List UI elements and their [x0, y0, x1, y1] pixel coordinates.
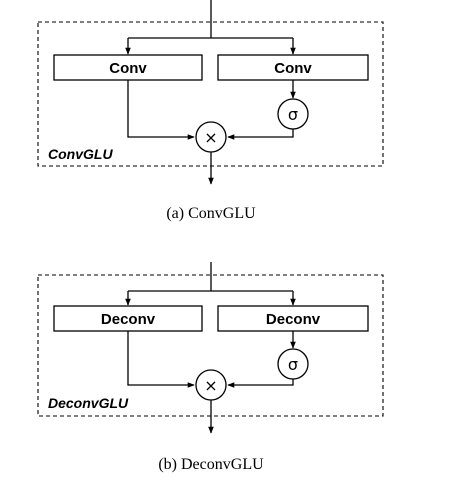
panel-convglu: Conv Conv σ × ConvGLU (a) ConvGLU — [37, 0, 384, 222]
conv-block-right-label: Conv — [274, 60, 312, 77]
module-name: DeconvGLU — [48, 395, 129, 411]
left-path-to-multiply — [127, 80, 195, 140]
gate-path-to-multiply — [227, 129, 294, 140]
deconv-block-right-label: Deconv — [266, 311, 321, 328]
left-path-to-multiply — [127, 331, 195, 388]
module-name: ConvGLU — [48, 146, 113, 162]
conv-block-left-label: Conv — [109, 60, 147, 77]
multiply-symbol: × — [204, 376, 217, 395]
panel-deconvglu: Deconv Deconv σ × DeconvGLU (b) DeconvGL… — [37, 262, 384, 473]
gate-path-to-multiply — [227, 379, 294, 388]
caption: (a) ConvGLU — [166, 205, 256, 222]
sigmoid-symbol: σ — [288, 355, 298, 374]
multiply-symbol: × — [204, 128, 217, 147]
conv-block-left — [53, 54, 203, 81]
deconv-block-left-label: Deconv — [101, 311, 156, 328]
caption: (b) DeconvGLU — [158, 456, 264, 473]
sigmoid-symbol: σ — [288, 105, 298, 124]
